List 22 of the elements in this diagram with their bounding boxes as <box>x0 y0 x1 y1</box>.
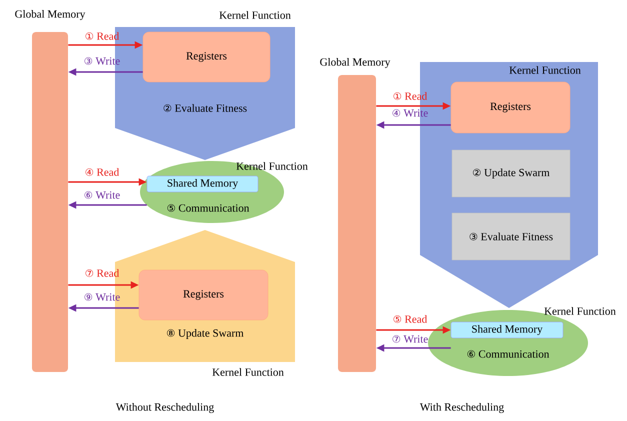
global-memory-bar <box>338 75 376 372</box>
node-label: Kernel Function <box>212 368 284 376</box>
caption: Without Rescheduling <box>116 403 214 413</box>
edge-label: ① Read <box>86 32 120 40</box>
registers-box: Registers <box>142 32 270 82</box>
node-label: Kernel Function <box>219 11 291 19</box>
process-box: ② Update Swarm <box>452 150 570 198</box>
shared-memory-box: Shared Memory <box>450 322 564 338</box>
edge-label: ⑦ Write <box>392 335 428 343</box>
edge-label: ⑥ Write <box>84 191 120 199</box>
edge-label: ⑤ Read <box>394 315 428 323</box>
caption: With Rescheduling <box>420 403 504 413</box>
edge-label: ① Read <box>394 92 428 100</box>
global-memory-label: Global Memory <box>320 58 390 68</box>
edge-label: ⑦ Read <box>86 269 120 277</box>
edge-label: ④ Read <box>86 168 120 176</box>
shared-memory-box: Shared Memory <box>146 176 258 192</box>
global-memory-bar <box>32 32 68 372</box>
registers-box: Registers <box>450 82 570 134</box>
global-memory-label: Global Memory <box>15 10 86 20</box>
registers-box: Registers <box>138 270 268 320</box>
process-box: ③ Evaluate Fitness <box>452 212 570 260</box>
